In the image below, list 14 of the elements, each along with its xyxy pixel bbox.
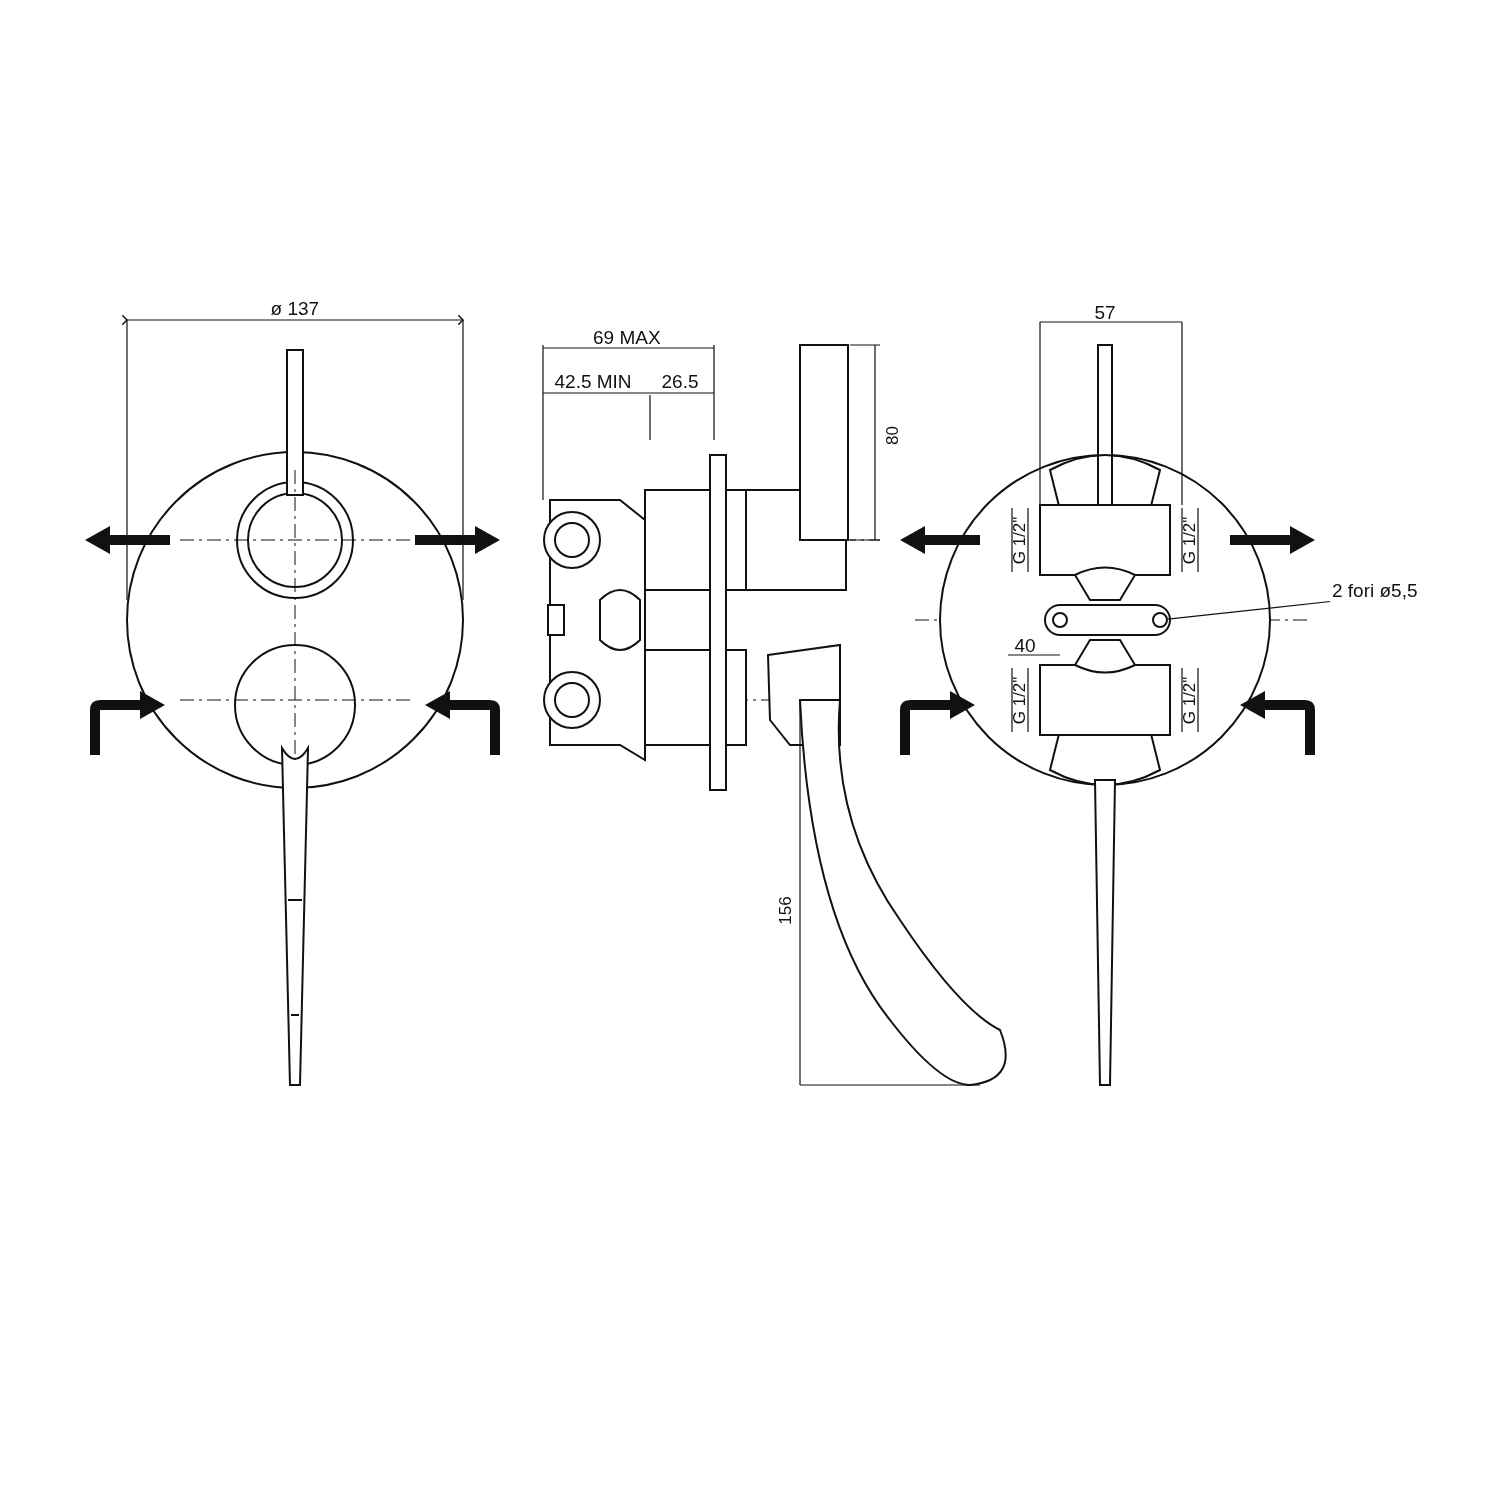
leader-line (1167, 600, 1331, 620)
dimension-label: 42.5 MIN (554, 371, 632, 391)
dimension-label: 57 (1094, 302, 1116, 322)
dimension-label: G 1/2" (1011, 676, 1029, 724)
dimension-label: 156 (776, 895, 794, 925)
dimension-label: 40 (1014, 635, 1036, 655)
callout-label: 2 fori ø5,5 (1332, 580, 1418, 600)
dimension-label: 69 MAX (593, 327, 661, 347)
dimension-label: 26.5 (661, 371, 699, 391)
dimension-label: G 1/2" (1181, 516, 1199, 564)
dimension-label: G 1/2" (1011, 516, 1029, 564)
dimension-label: 80 (883, 425, 901, 445)
dimension-label: ø 137 (270, 298, 320, 318)
dimension-label: G 1/2" (1181, 676, 1199, 724)
